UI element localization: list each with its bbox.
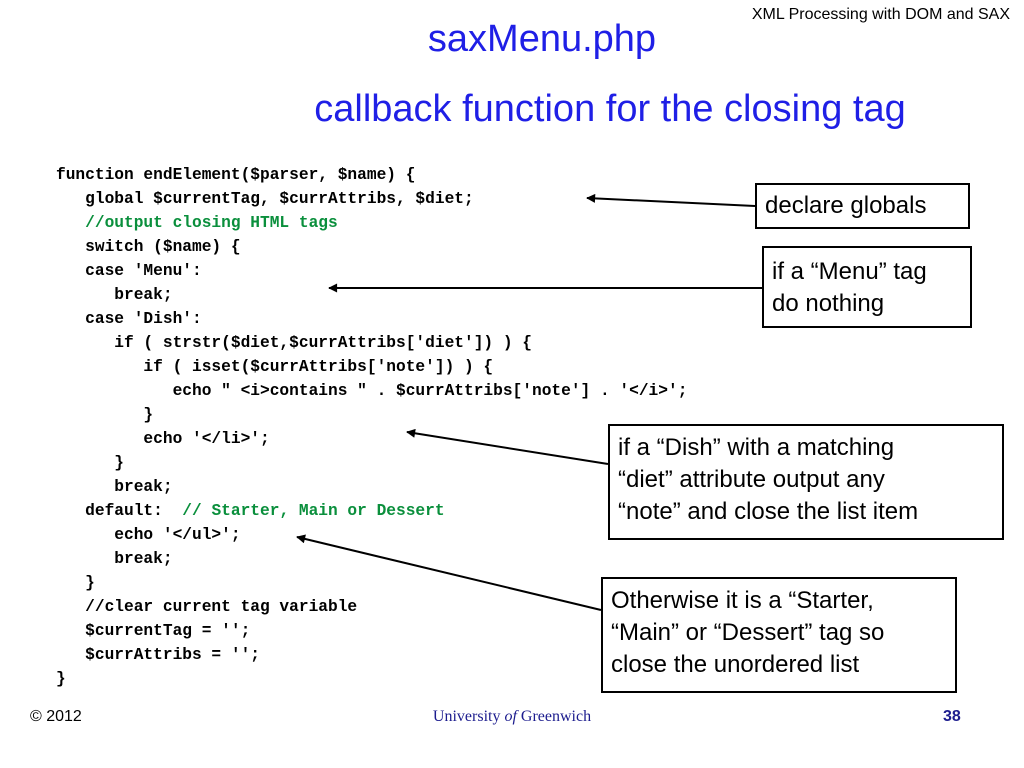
- slide-subtitle: callback function for the closing tag: [314, 88, 906, 130]
- university-name-end: Greenwich: [516, 708, 592, 725]
- code-line: echo '</ul>';: [56, 526, 241, 544]
- university-name-start: University: [432, 708, 505, 725]
- slide-title: saxMenu.php: [427, 18, 657, 60]
- code-line-default: default: // Starter, Main or Dessert: [56, 499, 687, 523]
- page-number: 38: [943, 708, 961, 725]
- code-line: }: [56, 406, 154, 424]
- code-block: function endElement($parser, $name) { gl…: [56, 163, 687, 691]
- code-line: if ( strstr($diet,$currAttribs['diet']) …: [56, 334, 532, 352]
- presentation-topic: XML Processing with DOM and SAX: [751, 6, 1010, 23]
- code-line: if ( isset($currAttribs['note']) ) {: [56, 358, 494, 376]
- footer-university: University of Greenwich: [0, 708, 1024, 726]
- code-line: case 'Dish':: [56, 310, 202, 328]
- footer-copyright: © 2012: [30, 708, 82, 725]
- callout-line: “Main” or “Dessert” tag so: [611, 619, 885, 646]
- university-name-of: of: [504, 708, 517, 725]
- code-line: case 'Menu':: [56, 262, 202, 280]
- code-line: }: [56, 454, 124, 472]
- callout-other-tags: Otherwise it is a “Starter, “Main” or “D…: [601, 577, 957, 693]
- callout-line: do nothing: [772, 290, 885, 317]
- code-default-comment: // Starter, Main or Dessert: [182, 502, 445, 520]
- code-line: switch ($name) {: [56, 238, 241, 256]
- callout-dish-tag: if a “Dish” with a matching “diet” attri…: [608, 424, 1004, 540]
- code-line: $currAttribs = '';: [56, 646, 260, 664]
- code-line: echo '</li>';: [56, 430, 270, 448]
- code-line: }: [56, 574, 95, 592]
- code-line: global $currentTag, $currAttribs, $diet;: [56, 190, 474, 208]
- callout-line: “diet” attribute output any: [618, 466, 885, 493]
- callout-line: close the unordered list: [611, 651, 860, 678]
- code-comment-line: //output closing HTML tags: [56, 214, 338, 232]
- code-line: break;: [56, 478, 173, 496]
- code-line: $currentTag = '';: [56, 622, 251, 640]
- callout-line: “note” and close the list item: [618, 498, 919, 525]
- code-line: //clear current tag variable: [56, 598, 358, 616]
- arrow-other: [296, 534, 602, 611]
- code-line: echo " <i>contains " . $currAttribs['not…: [56, 382, 688, 400]
- code-line: }: [56, 670, 66, 688]
- callout-declare-globals: declare globals: [755, 183, 970, 229]
- code-line: function endElement($parser, $name) {: [56, 166, 416, 184]
- code-line: break;: [56, 550, 173, 568]
- code-line: break;: [56, 286, 173, 304]
- arrow-globals: [586, 193, 756, 207]
- callout-line: if a “Dish” with a matching: [618, 434, 895, 461]
- callout-line: if a “Menu” tag: [772, 258, 927, 285]
- callout-line: Otherwise it is a “Starter,: [611, 587, 874, 614]
- callout-menu-tag: if a “Menu” tag do nothing: [762, 246, 972, 328]
- arrow-dish: [406, 428, 609, 465]
- callout-line: declare globals: [765, 192, 927, 219]
- code-default-keyword: default:: [56, 502, 183, 520]
